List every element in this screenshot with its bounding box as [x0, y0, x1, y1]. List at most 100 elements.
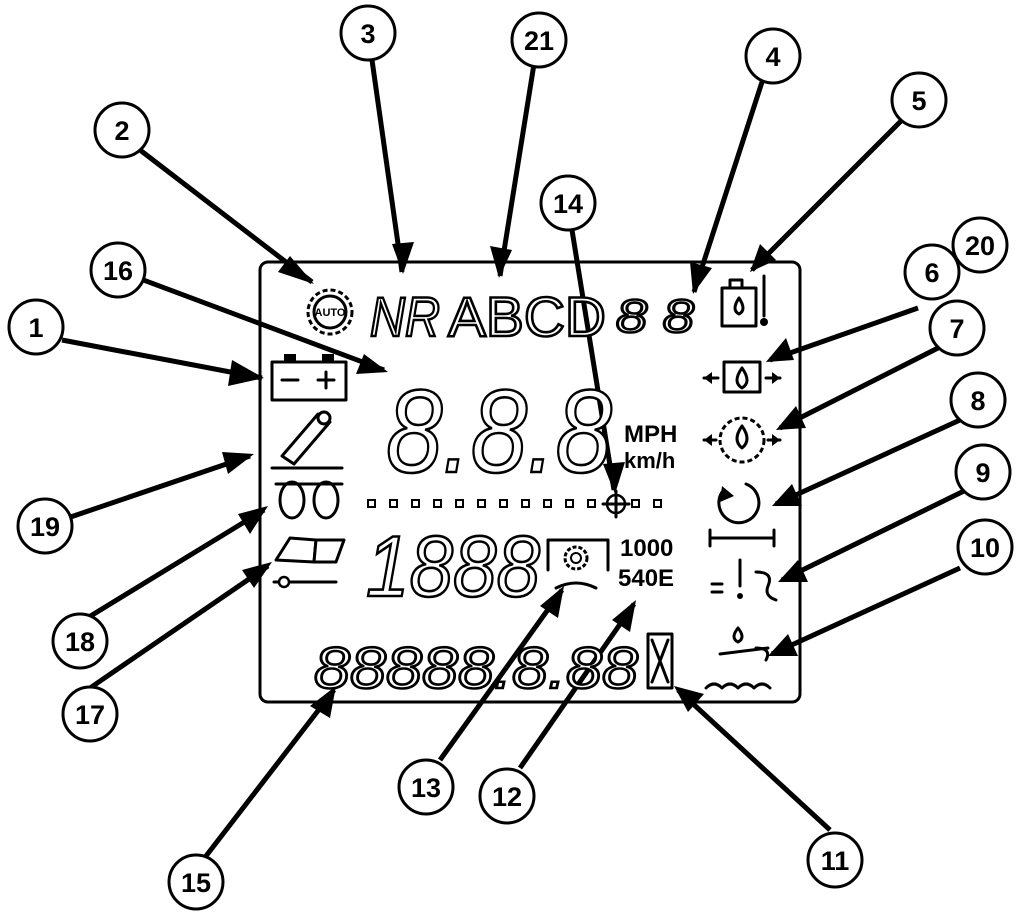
arrowhead-14: [603, 462, 625, 494]
callout-21-number: 21: [524, 26, 554, 56]
callout-21: 21: [510, 11, 568, 69]
callout-7-number: 7: [949, 314, 964, 344]
range-letters: ABCD: [448, 285, 606, 348]
callout-19-number: 19: [30, 512, 60, 542]
auto-gear-icon: AUTO: [306, 288, 354, 336]
arrowhead-11: [674, 686, 704, 712]
arrowhead-16: [356, 354, 388, 374]
callout-10-number: 10: [970, 533, 1000, 563]
callout-4: 4: [744, 27, 802, 85]
arrowhead-7: [776, 406, 806, 430]
service-manual-icon: [272, 536, 346, 589]
leader-lines: [49, 59, 968, 858]
arrowhead-12: [612, 600, 636, 632]
arrowhead-17: [242, 562, 272, 588]
callout-2-number: 2: [114, 116, 129, 146]
leader-12: [517, 602, 637, 770]
battery-icon: [270, 354, 348, 402]
leader-6: [769, 305, 919, 363]
callout-10: 10: [956, 518, 1014, 576]
lcd-panel-frame: [258, 260, 802, 704]
leader-3: [369, 59, 405, 273]
arrowhead-9: [778, 560, 808, 582]
callout-20: 20: [951, 216, 1009, 274]
arrowhead-10: [768, 634, 798, 656]
callout-19: 19: [16, 497, 74, 555]
callout-11-number: 11: [821, 846, 850, 876]
callout-6-number: 6: [924, 258, 939, 288]
arrowhead-8: [772, 484, 802, 506]
callout-9-number: 9: [975, 458, 990, 488]
arrowhead-19: [222, 452, 254, 474]
leader-5: [750, 116, 906, 272]
leader-21: [497, 63, 537, 277]
callout-20-number: 20: [965, 231, 995, 261]
speed-unit-kmh: km/h: [624, 448, 675, 473]
callout-4-number: 4: [765, 42, 780, 72]
callout-11: 11: [806, 831, 864, 889]
callout-15: 15: [167, 853, 225, 911]
speed-unit-mph: MPH: [624, 421, 677, 448]
mode-letters: NR: [370, 285, 440, 348]
arrowhead-15: [310, 686, 336, 718]
leader-15: [204, 688, 336, 858]
pto-speed-540e: 540E: [618, 565, 674, 592]
pto-digits: 1888: [366, 519, 540, 615]
bottom-digits: 88888.8.88: [314, 636, 638, 701]
callout-1: 1: [7, 298, 65, 356]
callout-14-number: 14: [553, 189, 583, 219]
arrowhead-2: [278, 256, 314, 284]
leader-7: [778, 345, 940, 431]
arrowhead-13: [540, 586, 564, 618]
leader-16: [121, 269, 385, 373]
callout-16-number: 16: [103, 256, 133, 286]
hourglass-icon: [646, 632, 674, 690]
callout-labels: 1 2 3 4 5 6 7 8 9 10 11 12 13 14 15 16 1…: [7, 4, 1014, 911]
slip-indicator-bar: [367, 499, 662, 508]
leader-13: [437, 588, 565, 762]
arrowhead-3: [392, 242, 414, 274]
callout-14: 14: [539, 174, 597, 232]
arrowheads: [222, 242, 808, 718]
callout-3-number: 3: [360, 19, 375, 49]
leader-14: [569, 229, 617, 491]
arrowhead-5: [750, 244, 776, 272]
leader-8: [774, 417, 962, 507]
auto-badge-text: AUTO: [315, 307, 346, 319]
water-in-fuel-icon: [704, 626, 772, 690]
hitch-warning-icon: [710, 558, 778, 602]
slip-indicator-icon: [601, 489, 631, 519]
callout-5-number: 5: [911, 86, 926, 116]
top-digits: 8 8: [616, 290, 695, 342]
callout-13-number: 13: [411, 773, 441, 803]
callout-12: 12: [478, 767, 536, 825]
arrowhead-6: [766, 338, 794, 362]
leader-2: [138, 148, 314, 284]
pto-speed-1000: 1000: [620, 535, 673, 562]
leader-19: [49, 453, 251, 527]
callout-2: 2: [93, 101, 151, 159]
pto-engaged-icon: [546, 538, 610, 590]
speed-digits: 8.8.8: [386, 366, 612, 498]
air-filter-icon: [270, 410, 344, 470]
callout-12-number: 12: [492, 782, 522, 812]
callout-9: 9: [954, 443, 1012, 501]
callout-18-number: 18: [65, 627, 95, 657]
pto-icon: [708, 482, 776, 548]
arrowhead-4: [690, 262, 712, 294]
callout-16: 16: [89, 241, 147, 299]
callout-8: 8: [949, 371, 1007, 429]
leader-11: [676, 688, 832, 832]
coolant-temperature-icon: [720, 274, 768, 328]
callout-17: 17: [61, 685, 119, 743]
callout-3: 3: [339, 4, 397, 62]
callout-5: 5: [890, 71, 948, 129]
callout-17-number: 17: [75, 700, 105, 730]
leader-9: [780, 487, 968, 583]
leader-17: [88, 563, 270, 691]
arrowhead-1: [228, 360, 264, 386]
callout-18: 18: [51, 612, 109, 670]
engine-oil-pressure-icon: [702, 360, 782, 394]
callout-7: 7: [928, 299, 986, 357]
